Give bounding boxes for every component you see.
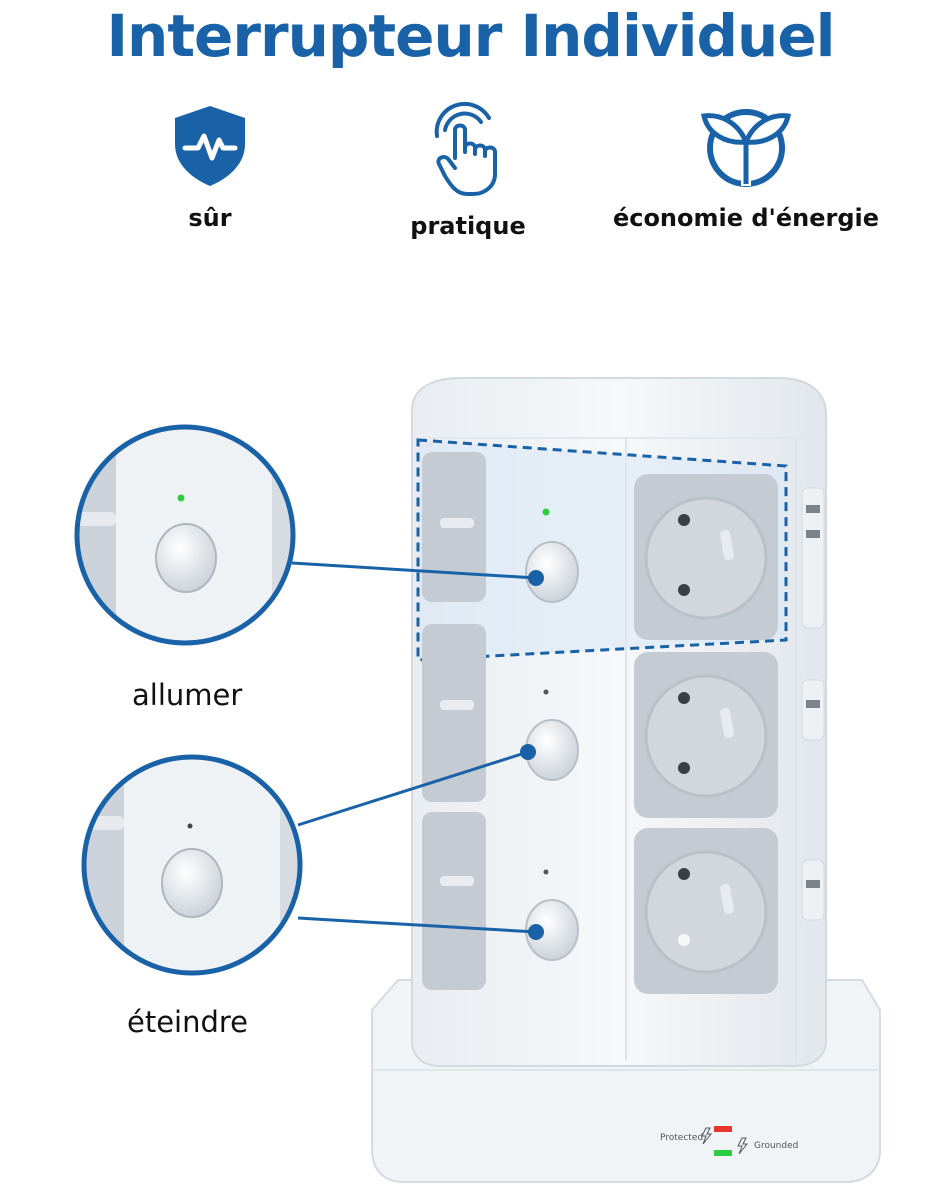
power-strip-illustration: Protected Grounded: [74, 377, 881, 1183]
callout-line-off-a: [297, 750, 529, 827]
surge-icon: [701, 1127, 713, 1145]
usb-ports: [801, 487, 825, 921]
callout-line-off-b: [297, 916, 537, 934]
leaf-circle-icon: [700, 109, 792, 187]
page-title: Interrupteur Individuel: [106, 2, 835, 70]
switch-button-1[interactable]: [525, 508, 579, 603]
callout-line-on: [291, 561, 537, 580]
protected-led: [714, 1126, 732, 1132]
base-indicators: Protected Grounded: [660, 1126, 798, 1156]
zoom-circle-off: [81, 754, 303, 976]
front-socket-2: [634, 652, 778, 818]
feature-label-energy: économie d'énergie: [612, 204, 880, 232]
feature-practical: pratique: [318, 100, 618, 240]
zoom-circle-on: [74, 424, 296, 646]
shield-pulse-icon: [175, 106, 245, 186]
grounded-label: Grounded: [754, 1141, 798, 1151]
finger-touch-icon: [434, 101, 497, 196]
front-socket-1: [634, 474, 778, 640]
protected-label: Protected: [660, 1133, 703, 1143]
feature-label-safe: sûr: [188, 204, 232, 232]
feature-label-practical: pratique: [410, 212, 526, 240]
caption-off: éteindre: [127, 1005, 249, 1039]
side-sockets: [422, 452, 486, 990]
feature-energy: économie d'énergie: [596, 100, 896, 232]
ground-icon: [737, 1137, 749, 1155]
feature-safe: sûr: [60, 100, 360, 232]
caption-on: allumer: [132, 678, 243, 712]
grounded-led: [714, 1150, 732, 1156]
front-socket-3: [634, 828, 778, 994]
